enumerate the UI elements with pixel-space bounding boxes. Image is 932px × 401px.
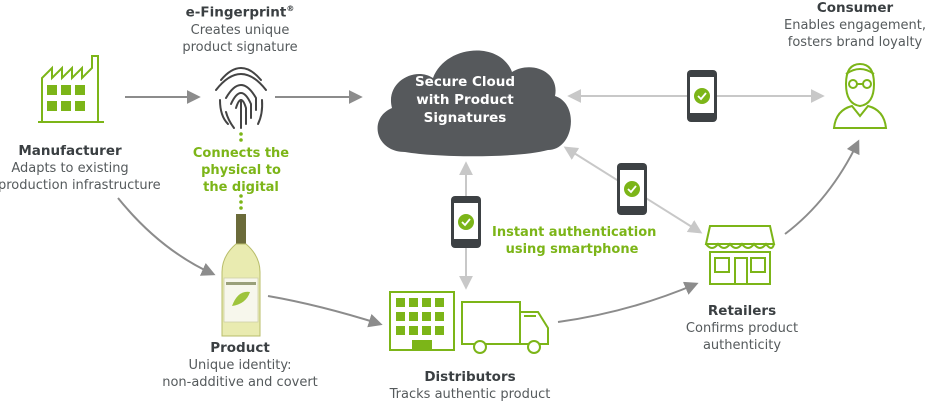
arrow-manufacturer-product: [117, 197, 216, 276]
distributors-label: Distributors Tracks authentic product: [370, 369, 570, 401]
smartphone-icon: [617, 163, 647, 215]
cloud-icon: [377, 50, 571, 157]
product-label: Product Unique identity: non-additive an…: [150, 340, 330, 391]
retailers-desc-2: authenticity: [702, 338, 782, 353]
instant-line-1: Instant authentication: [492, 225, 657, 240]
consumer-label: Consumer Enables engagement, fosters bra…: [780, 0, 930, 51]
product-desc-1: Unique identity:: [188, 358, 292, 373]
dotted-connector: [239, 132, 243, 210]
truck-icon: [461, 301, 549, 354]
retailers-title: Retailers: [707, 303, 777, 319]
cloud-line-1: Secure Cloud: [414, 74, 516, 90]
fingerprint-icon: [215, 67, 267, 129]
manufacturer-desc-2: production infrastructure: [0, 178, 161, 193]
arrow-retailers-consumer: [784, 139, 860, 235]
distributors-title: Distributors: [424, 369, 516, 385]
manufacturer-label: Manufacturer Adapts to existing producti…: [0, 143, 161, 194]
wine-bottle-icon: [221, 214, 261, 337]
store-icon: [704, 225, 776, 285]
product-title: Product: [210, 340, 270, 356]
connects-label: Connects the physical to the digital: [181, 145, 301, 196]
manufacturer-title: Manufacturer: [18, 143, 122, 159]
cloud-line-3: Signatures: [423, 110, 507, 126]
fingerprint-desc-2: product signature: [182, 39, 298, 55]
smartphone-icon: [451, 196, 481, 248]
manufacturer-desc-1: Adapts to existing: [11, 161, 129, 176]
cloud-label: Secure Cloud with Product Signatures: [400, 73, 530, 127]
retailers-desc-1: Confirms product: [685, 321, 799, 336]
consumer-desc-2: fosters brand loyalty: [787, 35, 923, 50]
factory-icon: [38, 55, 104, 123]
building-icon: [389, 291, 455, 351]
connects-line-2: physical to: [201, 163, 281, 178]
arrow-distributors-retailers: [557, 281, 699, 323]
cloud-line-2: with Product: [416, 92, 514, 108]
fingerprint-label: e-Fingerprint® Creates unique product si…: [160, 0, 320, 56]
fingerprint-title: e-Fingerprint: [185, 4, 287, 21]
retailers-label: Retailers Confirms product authenticity: [672, 303, 812, 354]
arrow-product-distributors: [267, 295, 383, 328]
consumer-icon: [832, 62, 888, 129]
instant-line-2: using smartphone: [505, 242, 639, 257]
connects-line-3: the digital: [203, 180, 279, 195]
smartphone-icon: [687, 70, 717, 122]
product-desc-2: non-additive and covert: [162, 375, 318, 390]
distributors-desc-1: Tracks authentic product: [389, 387, 551, 401]
registered-mark: ®: [286, 4, 295, 13]
consumer-title: Consumer: [816, 0, 894, 16]
fingerprint-desc-1: Creates unique: [190, 22, 290, 38]
connects-line-1: Connects the: [192, 146, 290, 161]
instant-auth-label: Instant authentication using smartphone: [492, 224, 657, 258]
consumer-desc-1: Enables engagement,: [783, 18, 927, 33]
